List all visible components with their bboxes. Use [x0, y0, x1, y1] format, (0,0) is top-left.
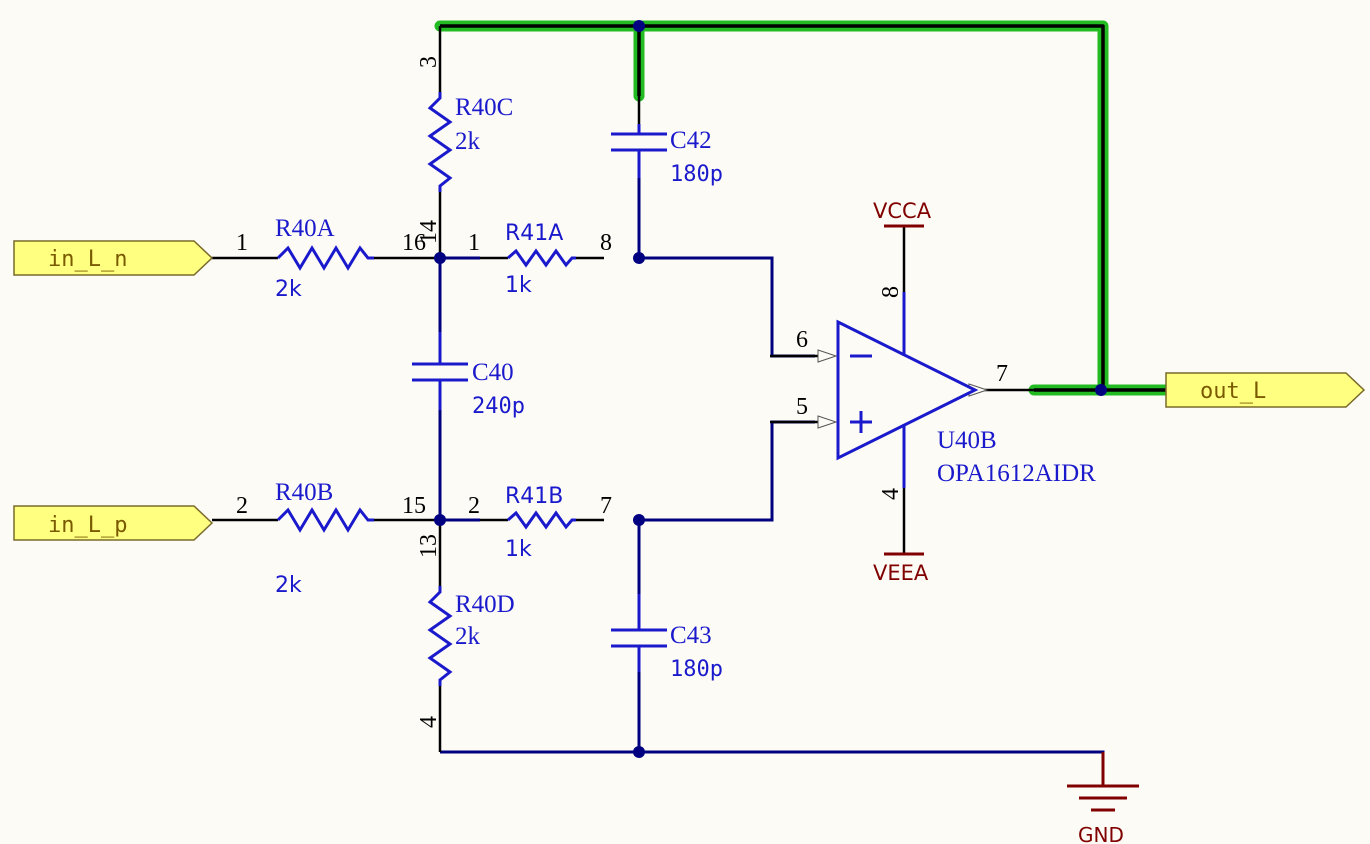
r40d-value: 2k	[455, 623, 481, 650]
pin-r40b-15: 15	[402, 493, 426, 519]
pin-r41a-8: 8	[600, 230, 612, 256]
wire-r41b-opamp-noninv	[639, 420, 815, 522]
junctions	[434, 20, 1107, 758]
pin-u40b-5: 5	[796, 394, 808, 420]
pin-r40c-14: 14	[416, 220, 442, 244]
wire-gnd-bus	[440, 750, 1105, 782]
r40a-ref: R40A	[275, 215, 335, 242]
pin-r40a-16: 16	[402, 230, 426, 256]
pin-r40d-13: 13	[416, 534, 442, 558]
port-in-l-n[interactable]: in_L_n	[13, 240, 214, 276]
c43-ref: C43	[670, 622, 712, 649]
pin-u40b-4: 4	[878, 488, 904, 500]
capacitor-c40[interactable]	[412, 332, 468, 410]
pin-r40c-3: 3	[416, 56, 442, 68]
pin-r41b-2: 2	[468, 493, 480, 519]
port-in-l-p[interactable]: in_L_p	[13, 505, 214, 541]
capacitor-c43[interactable]	[611, 594, 667, 672]
r40c-ref: R40C	[455, 94, 513, 121]
port-out-l-label: out_L	[1200, 379, 1266, 404]
pin-u40b-7: 7	[996, 361, 1008, 387]
c42-ref: C42	[670, 127, 712, 154]
port-in-l-n-label: in_L_n	[48, 247, 127, 272]
pin-r41b-7: 7	[600, 493, 612, 519]
wire-r41a-opamp-inv	[639, 256, 815, 358]
pin-u40b-8: 8	[878, 286, 904, 298]
gnd-label: GND	[1078, 823, 1124, 844]
resistor-r41b[interactable]	[507, 510, 576, 530]
r41a-ref: R41A	[505, 221, 563, 246]
pins	[212, 26, 1034, 752]
port-out-l[interactable]: out_L	[1165, 372, 1366, 408]
veea-label: VEEA	[873, 561, 929, 585]
pin-r41a-1: 1	[468, 230, 480, 256]
opamp-plus-sign	[850, 411, 872, 433]
resistor-r40c[interactable]	[427, 92, 453, 192]
u40b-ref: U40B	[937, 427, 997, 454]
ground-symbol[interactable]	[1067, 752, 1139, 812]
c40-value: 240p	[472, 394, 525, 419]
r41a-value: 1k	[505, 273, 532, 298]
resistor-r40d[interactable]	[427, 586, 453, 686]
resistor-r40a[interactable]	[276, 245, 374, 271]
r40a-value: 2k	[275, 277, 302, 302]
port-in-l-p-label: in_L_p	[48, 513, 127, 538]
vcca-label: VCCA	[873, 199, 932, 223]
pin-r40a-1: 1	[236, 230, 248, 256]
opamp-u40b[interactable]	[836, 292, 979, 488]
c40-ref: C40	[472, 359, 514, 386]
pin-r40b-2: 2	[236, 493, 248, 519]
r41b-value: 1k	[505, 537, 532, 562]
c42-value: 180p	[670, 162, 723, 187]
r40d-ref: R40D	[455, 591, 515, 618]
u40b-value: OPA1612AIDR	[937, 460, 1096, 487]
resistor-r40b[interactable]	[276, 507, 374, 533]
r40c-value: 2k	[455, 128, 481, 155]
resistor-r41a[interactable]	[507, 248, 576, 268]
capacitor-c42[interactable]	[611, 124, 667, 178]
r40b-value: 2k	[275, 573, 302, 598]
r40b-ref: R40B	[275, 479, 333, 506]
r41b-ref: R41B	[505, 484, 563, 509]
c43-value: 180p	[670, 657, 723, 682]
pin-u40b-6: 6	[796, 327, 808, 353]
pin-r40d-4: 4	[416, 716, 442, 728]
